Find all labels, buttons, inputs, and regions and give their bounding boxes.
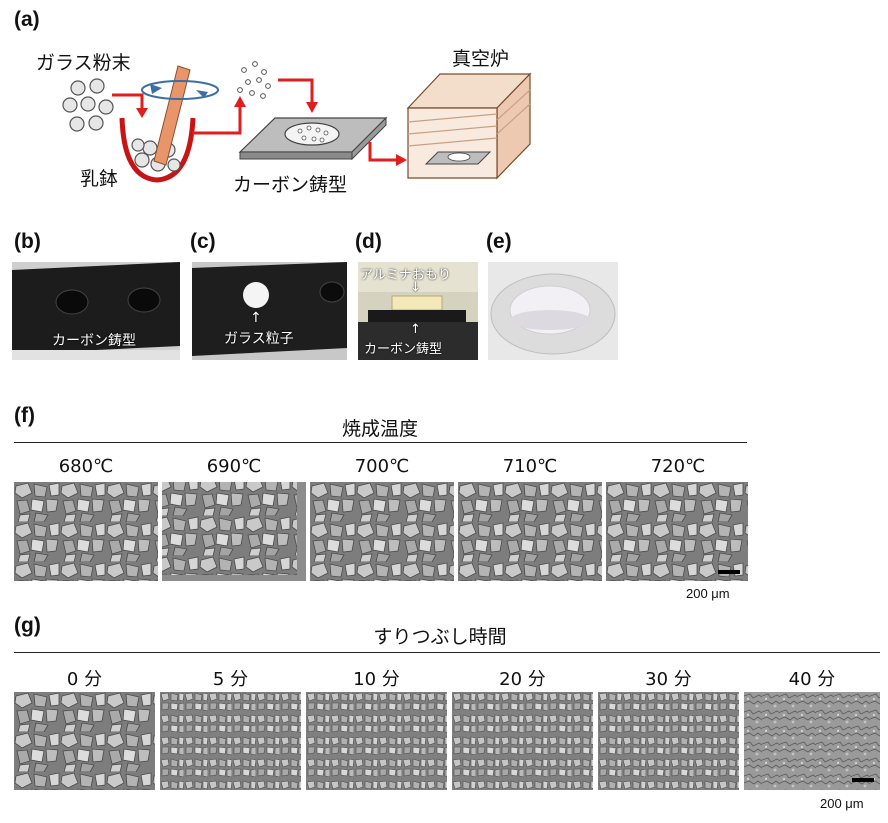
sem-image-710 (458, 482, 602, 581)
panel-e-label: (e) (486, 230, 512, 253)
photo-sintered-disk (488, 262, 618, 360)
sem-image-690 (162, 482, 306, 581)
vacuum-furnace-label: 真空炉 (452, 48, 510, 70)
caption-carbon-mold-b: カーボン鋳型 (52, 333, 136, 349)
panel-g-rule (14, 652, 880, 653)
mortar-label: 乳鉢 (80, 168, 119, 190)
panel-d-label: (d) (355, 230, 382, 253)
carbon-mold-label: カーボン鋳型 (233, 174, 348, 196)
panel-g-label: (g) (14, 614, 41, 637)
panel-f-rule (14, 442, 747, 443)
panel-c-label: (c) (190, 230, 216, 253)
panel-f-label: (f) (14, 404, 35, 427)
arrow-particles-to-mold (278, 78, 314, 104)
temp-label-710: 710℃ (502, 456, 558, 477)
time-label-5: 5 分 (212, 669, 249, 690)
time-label-20: 20 分 (499, 669, 546, 690)
arrow-carbon-mold-d: ↑ (410, 322, 421, 337)
arrow-alumina-weight: ↓ (410, 280, 421, 295)
panel-b-label: (b) (14, 230, 41, 253)
photo-alumina-weight: アルミナおもり ↓ ↑ カーボン鋳型 (358, 262, 478, 360)
caption-alumina-weight: アルミナおもり (360, 268, 451, 283)
temp-label-690: 690℃ (206, 456, 262, 477)
photo-carbon-mold: カーボン鋳型 (12, 262, 180, 360)
rotation-arrow (141, 80, 219, 100)
fine-particles (237, 61, 271, 99)
caption-glass-particles: ガラス粒子 (224, 331, 294, 347)
temp-label-700: 700℃ (354, 456, 410, 477)
arrow-powder-to-mortar (112, 93, 144, 110)
caption-carbon-mold-d: カーボン鋳型 (364, 342, 443, 357)
process-schematic (62, 61, 532, 183)
scale-label-g: 200 μm (820, 796, 864, 811)
sem-image-720 (606, 482, 748, 581)
panel-a-label: (a) (14, 8, 40, 31)
glass-powder-particles (62, 78, 114, 132)
mortar-bowl (119, 117, 196, 183)
time-label-40: 40 分 (788, 669, 836, 690)
sintering-temp-title: 焼成温度 (341, 418, 418, 440)
temp-label-680: 680℃ (58, 456, 114, 477)
sem-image-10min (306, 692, 447, 790)
grinding-time-title: すりつぶし時間 (373, 626, 507, 648)
arrow-mold-to-furnace (368, 142, 398, 162)
sem-image-0min (14, 692, 155, 790)
photo-glass-particles: ↑ ガラス粒子 (192, 262, 347, 360)
sem-image-680 (14, 482, 158, 581)
sem-image-20min (452, 692, 593, 790)
temp-label-720: 720℃ (650, 456, 706, 477)
time-label-0: 0 分 (66, 669, 103, 690)
arrow-mortar-to-particles (192, 105, 242, 135)
pestle (153, 65, 191, 166)
arrow-glass-particles: ↑ (250, 310, 262, 326)
sem-image-40min (744, 692, 880, 790)
sem-image-30min (598, 692, 739, 790)
time-label-10: 10 分 (353, 669, 400, 690)
sem-image-700 (310, 482, 454, 581)
sem-image-5min (160, 692, 301, 790)
scale-bar-g (852, 778, 874, 782)
time-label-30: 30 分 (645, 669, 692, 690)
scale-label-f: 200 μm (686, 586, 730, 601)
scale-bar-f (718, 570, 740, 574)
glass-powder-label: ガラス粉末 (36, 52, 131, 74)
